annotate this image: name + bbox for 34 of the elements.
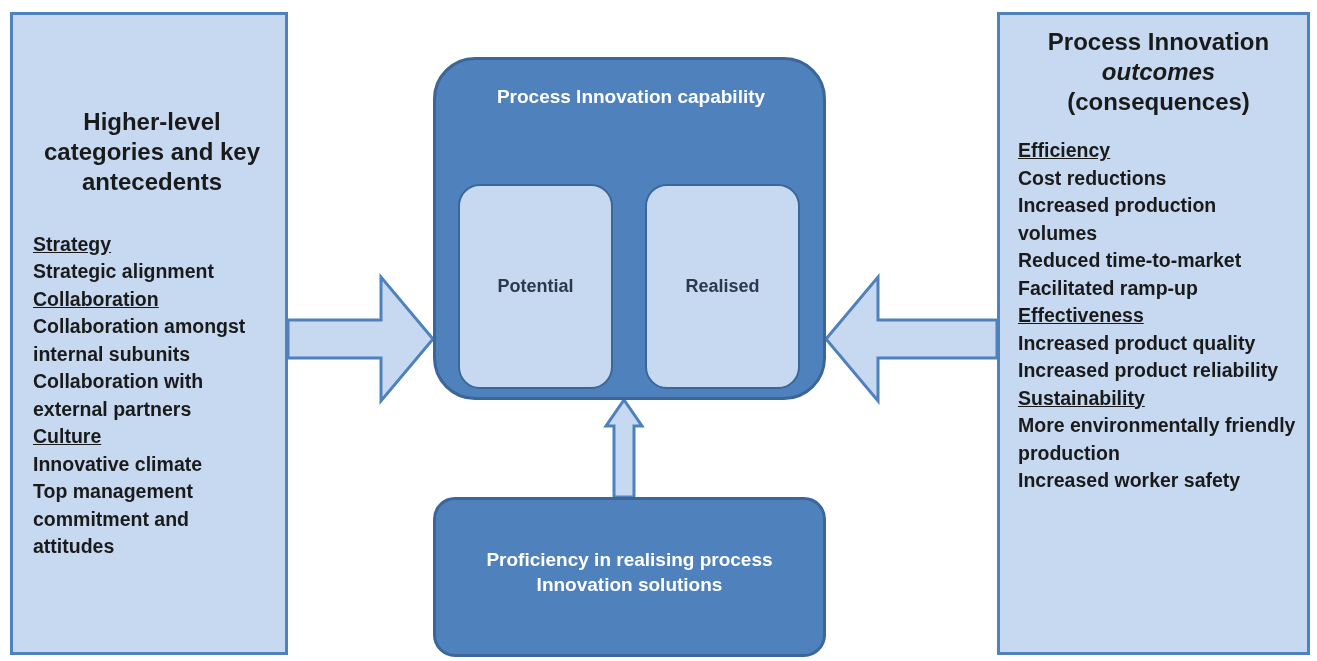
category-heading: Efficiency bbox=[1018, 138, 1112, 163]
category-heading: Culture bbox=[33, 424, 103, 449]
box-label: Proficiency in realising process Innovation solutions bbox=[485, 548, 774, 597]
category-heading: Collaboration bbox=[33, 286, 160, 312]
category-heading: Strategy bbox=[33, 231, 113, 257]
box-label: Realised bbox=[685, 275, 760, 298]
inner-box bbox=[645, 184, 800, 389]
list-item: Increased worker safety bbox=[1018, 468, 1242, 493]
block-arrow bbox=[824, 272, 999, 406]
list-item: Increased product quality bbox=[1018, 330, 1257, 356]
list-item: Increased production volumes bbox=[1018, 193, 1218, 246]
list-item: Increased product reliability bbox=[1018, 358, 1280, 383]
block-arrow bbox=[603, 397, 645, 499]
text-panel bbox=[997, 12, 1310, 655]
box-heading: Process Innovation capability bbox=[496, 85, 766, 109]
list-item: Collaboration with external partners bbox=[33, 369, 205, 422]
box-label: Potential bbox=[497, 275, 574, 298]
block-arrow bbox=[286, 272, 435, 406]
panel-heading: Process Innovation outcomes (consequences) bbox=[1046, 27, 1271, 117]
category-heading: Effectiveness bbox=[1018, 303, 1145, 328]
list-item: Top management commitment and attitudes bbox=[33, 479, 194, 559]
capability-box bbox=[433, 57, 826, 400]
panel-heading: Higher-level categories and key antecedents bbox=[42, 106, 262, 197]
inner-box bbox=[458, 184, 613, 389]
list-item: More environmentally friendly production bbox=[1018, 413, 1297, 466]
list-item: Strategic alignment bbox=[33, 259, 215, 284]
list-item: Cost reductions bbox=[1018, 165, 1168, 191]
list-item: Innovative climate bbox=[33, 451, 204, 477]
list-item: Reduced time-to-market bbox=[1018, 248, 1243, 273]
category-heading: Sustainability bbox=[1018, 385, 1146, 411]
text-panel bbox=[10, 12, 288, 655]
list-item: Collaboration amongst internal subunits bbox=[33, 314, 247, 367]
process-box bbox=[433, 497, 826, 657]
list-item: Facilitated ramp-up bbox=[1018, 275, 1199, 301]
